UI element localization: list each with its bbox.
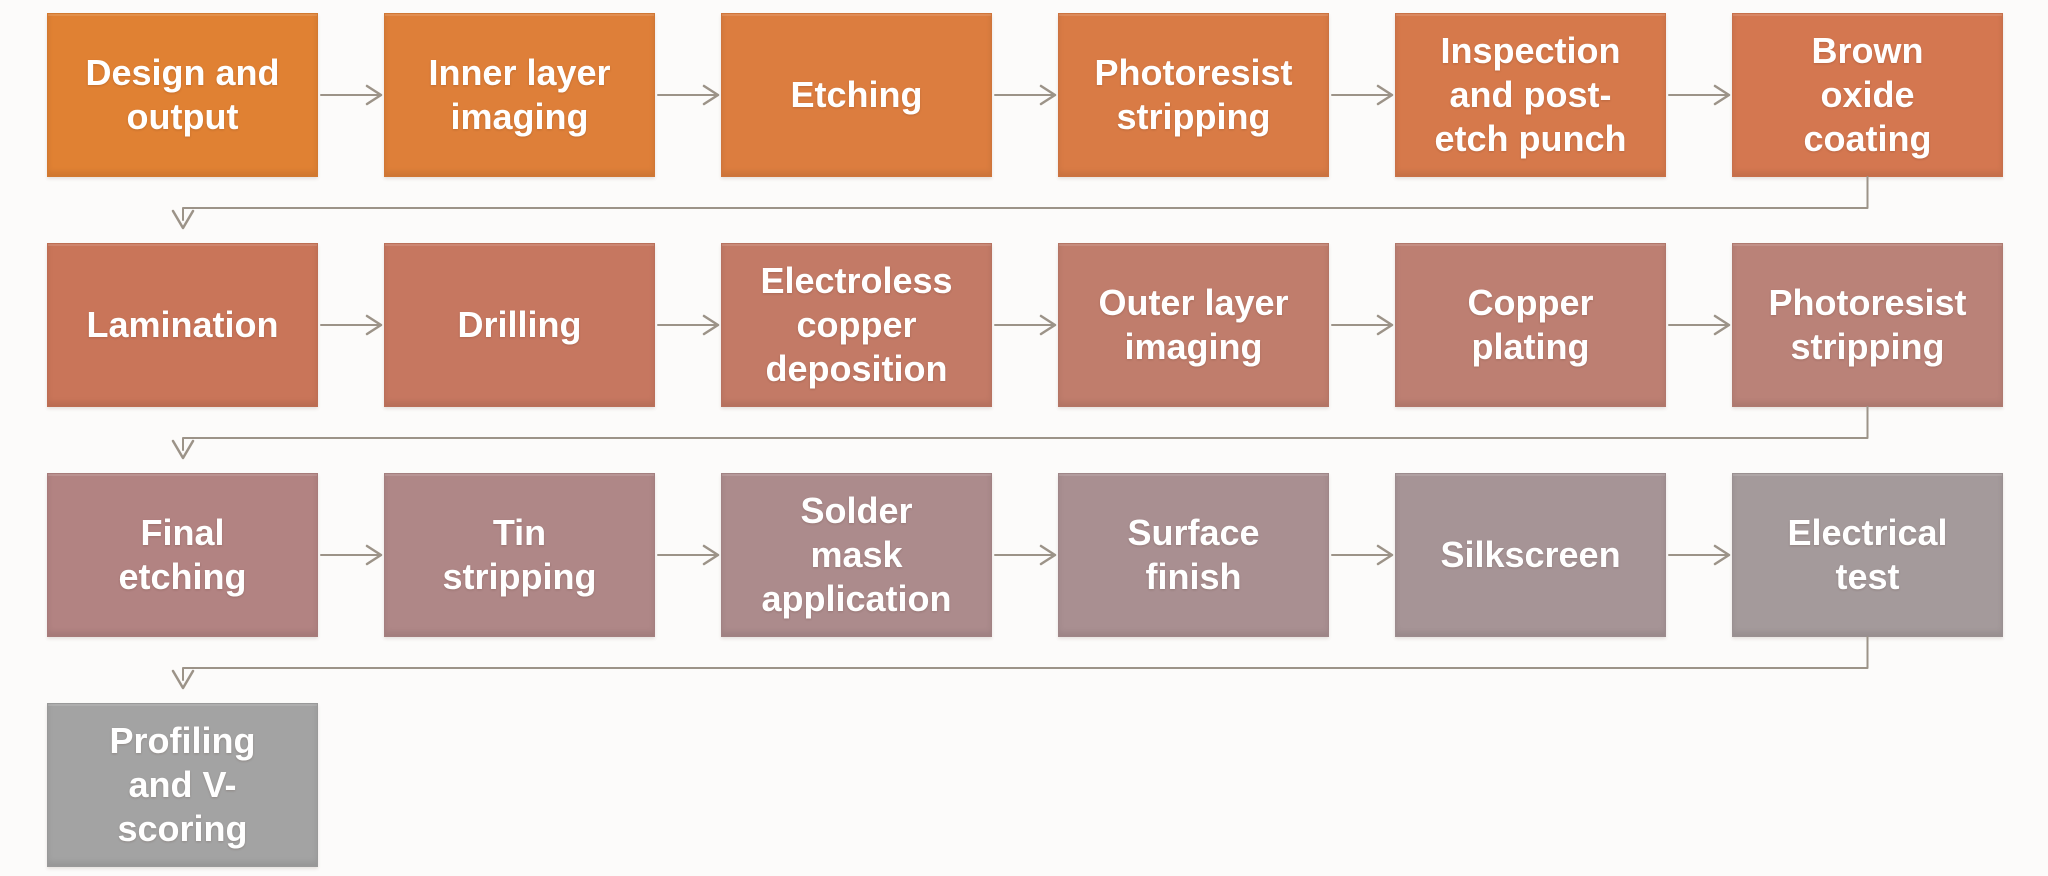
flow-arrow-head: [1039, 544, 1057, 566]
process-step-electroless-copper-deposition: Electroless copper deposition: [721, 243, 992, 407]
flow-arrow-head: [1713, 314, 1731, 336]
flow-arrow-head: [365, 314, 383, 336]
process-step-copper-plating: Copper plating: [1395, 243, 1666, 407]
process-step-inspection-and-post-etch-punch: Inspection and post- etch punch: [1395, 13, 1666, 177]
process-step-outer-layer-imaging: Outer layer imaging: [1058, 243, 1329, 407]
process-step-surface-finish: Surface finish: [1058, 473, 1329, 637]
process-step-etching: Etching: [721, 13, 992, 177]
flow-arrow-head: [702, 544, 720, 566]
process-step-electrical-test: Electrical test: [1732, 473, 2003, 637]
flow-arrow-head: [1376, 84, 1394, 106]
flow-arrow-head: [702, 314, 720, 336]
process-step-inner-layer-imaging: Inner layer imaging: [384, 13, 655, 177]
process-step-design-and-output: Design and output: [47, 13, 318, 177]
flow-arrow-head: [1039, 84, 1057, 106]
process-step-tin-stripping: Tin stripping: [384, 473, 655, 637]
flow-arrow-head: [365, 544, 383, 566]
process-step-photoresist-stripping-outer: Photoresist stripping: [1732, 243, 2003, 407]
flow-arrow-head: [1039, 314, 1057, 336]
row-wrap-connector-head: [171, 209, 195, 230]
row-wrap-connector-head: [171, 439, 195, 460]
row-wrap-connector-line: [182, 176, 1869, 221]
process-step-silkscreen: Silkscreen: [1395, 473, 1666, 637]
process-step-solder-mask-application: Solder mask application: [721, 473, 992, 637]
process-step-final-etching: Final etching: [47, 473, 318, 637]
process-step-lamination: Lamination: [47, 243, 318, 407]
process-step-profiling-and-v-scoring: Profiling and V- scoring: [47, 703, 318, 867]
flow-arrow-head: [1376, 544, 1394, 566]
row-wrap-connector-line: [182, 406, 1869, 451]
row-wrap-connector-head: [171, 669, 195, 690]
flow-arrow-head: [1713, 544, 1731, 566]
process-step-drilling: Drilling: [384, 243, 655, 407]
process-step-photoresist-stripping-inner: Photoresist stripping: [1058, 13, 1329, 177]
flow-arrow-head: [1713, 84, 1731, 106]
flow-arrow-head: [702, 84, 720, 106]
row-wrap-connector-line: [182, 636, 1869, 681]
process-step-brown-oxide-coating: Brown oxide coating: [1732, 13, 2003, 177]
flow-arrow-head: [365, 84, 383, 106]
flow-arrow-head: [1376, 314, 1394, 336]
